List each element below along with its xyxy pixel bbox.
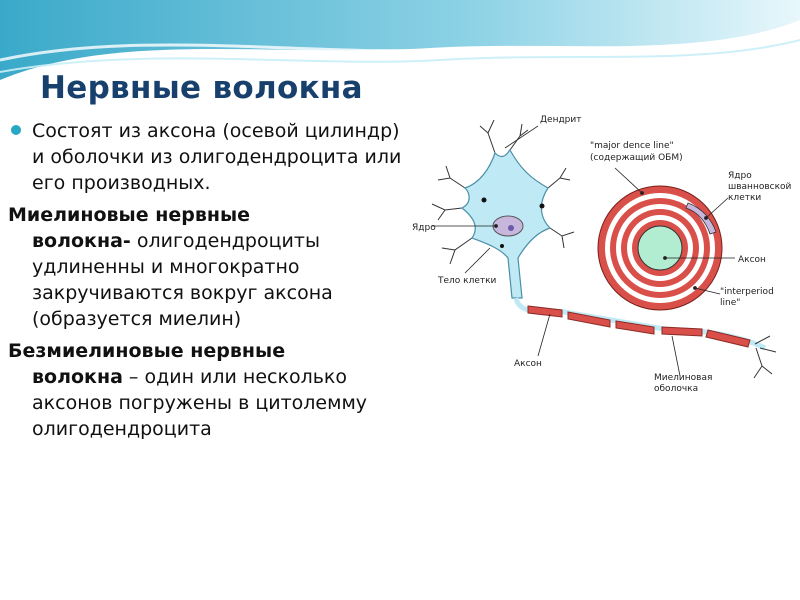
label-myelin-line1: Миелиновая (654, 373, 712, 383)
label-major-line1: "major dence line" (590, 141, 674, 151)
label-nucleus: Ядро (412, 223, 436, 233)
header-wave-decoration (0, 0, 800, 80)
label-interperiod-line2: line" (720, 298, 740, 308)
label-interperiod-line1: "interperiod (720, 287, 774, 297)
schwann-nucleus (685, 202, 717, 235)
bullet-item: Состоят из аксона (осевой цилиндр) и обо… (8, 118, 408, 196)
dendrite-branches (431, 119, 575, 265)
label-axon-right: Аксон (738, 255, 766, 265)
neuron-diagram: Дендрит "major dence line" (содержащий О… (410, 108, 800, 420)
axon-core (637, 225, 683, 271)
label-pointers (432, 125, 735, 377)
bullet-text: Состоят из аксона (осевой цилиндр) и обо… (32, 120, 402, 194)
unmyelin-paragraph: Безмиелиновые нервные волокна – один или… (8, 338, 408, 442)
myelin-paragraph: Миелиновые нервные волокна- олигодендроц… (8, 202, 408, 332)
unmyelin-heading-line1: Безмиелиновые нервные (8, 340, 286, 362)
myelin-heading-line1: Миелиновые нервные (8, 204, 251, 226)
label-schwann-line2: шванновской (728, 182, 792, 192)
label-major-line2: (содержащий ОБМ) (590, 153, 683, 163)
label-myelin-line2: оболочка (654, 384, 698, 394)
label-schwann-line3: клетки (728, 193, 761, 203)
label-cell-body: Тело клетки (437, 276, 497, 286)
unmyelin-heading-line2: волокна (32, 366, 123, 388)
unmyelin-text: – один или несколько аксонов погружены в… (32, 366, 368, 440)
label-schwann-line1: Ядро (728, 171, 752, 181)
unmyelin-continuation: волокна – один или несколько аксонов пог… (8, 364, 408, 442)
slide-content: Состоят из аксона (осевой цилиндр) и обо… (8, 118, 408, 448)
nucleolus (508, 225, 514, 231)
myelin-cross-section (597, 185, 723, 311)
myelin-segments (527, 305, 751, 348)
label-dendrite: Дендрит (540, 115, 581, 125)
slide-title: Нервные волокна (40, 70, 363, 106)
myelin-continuation: волокна- олигодендроциты удлиненны и мно… (8, 228, 408, 332)
myelin-heading-line2: волокна- (32, 230, 131, 252)
myelin-text: олигодендроциты удлиненны и многократно … (32, 230, 333, 330)
label-axon-bottom: Аксон (514, 359, 542, 369)
bullet-dot-icon (11, 125, 21, 135)
